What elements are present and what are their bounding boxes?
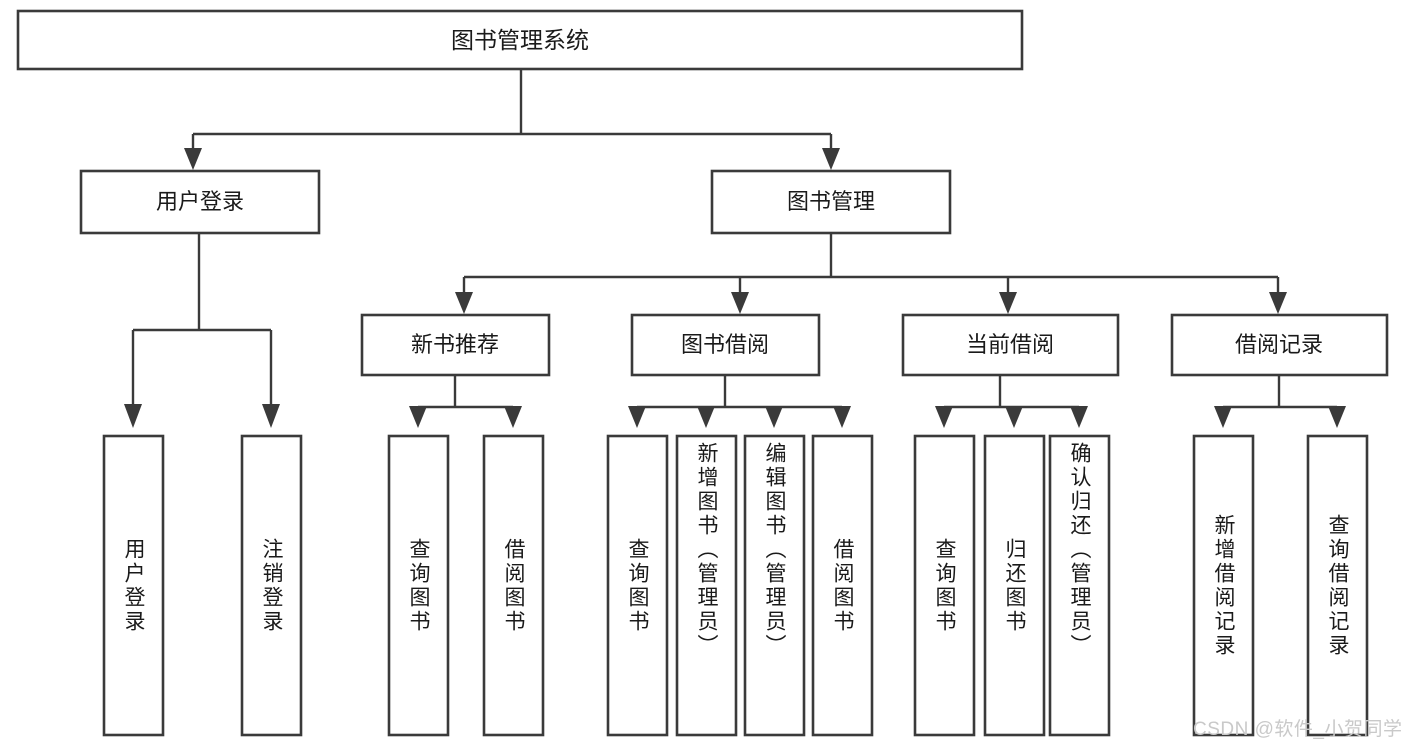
leaf-box-current-borrow-2[interactable]	[983, 434, 1046, 737]
arrow-head-l3-3	[999, 292, 1017, 314]
arrow-head-bookborrow-1	[628, 406, 646, 428]
csdn-watermark: CSDN @软件_小贺同学	[1193, 719, 1403, 740]
connector-group-user-login-to-leaves	[124, 233, 280, 428]
arrow-head-l3-4	[1269, 292, 1287, 314]
arrow-head-newbook-2	[504, 406, 522, 428]
arrow-head-l3-1	[455, 292, 473, 314]
arrow-head-leaf-userlogin-1	[124, 404, 142, 428]
node-borrow-record-label: 借阅记录	[1235, 332, 1323, 357]
arrow-head-borrowrecord-1	[1214, 406, 1232, 428]
arrow-head-bookborrow-2	[697, 406, 715, 428]
node-book-manage-box[interactable]	[710, 169, 952, 235]
connector-group-borrow-record-to-leaves	[1214, 375, 1346, 428]
arrow-head-currentborrow-2	[1005, 406, 1023, 428]
leaf-box-book-borrow-4[interactable]	[811, 434, 874, 737]
leaf-box-current-borrow-1[interactable]	[913, 434, 976, 737]
connector-group-root-to-level2	[184, 70, 840, 170]
leaf-box-new-book-2[interactable]	[482, 434, 545, 737]
node-root-system[interactable]: 图书管理系统	[16, 9, 1024, 71]
node-user-login[interactable]: 用户登录	[79, 169, 321, 235]
arrow-head-newbook-1	[409, 406, 427, 428]
leaf-box-book-borrow-1[interactable]	[606, 434, 669, 737]
connector-group-book-manage-to-level3	[455, 233, 1287, 314]
node-borrow-record[interactable]: 借阅记录	[1170, 313, 1389, 377]
node-book-borrow[interactable]: 图书借阅	[630, 313, 821, 377]
node-root-system-box[interactable]	[16, 9, 1024, 71]
arrow-head-currentborrow-3	[1070, 406, 1088, 428]
leaf-box-user-login-1[interactable]	[102, 434, 165, 737]
node-book-manage[interactable]: 图书管理	[710, 169, 952, 235]
node-root-system-label: 图书管理系统	[451, 27, 589, 53]
connector-group-new-book-to-leaves	[409, 375, 522, 428]
node-new-book-recommend-box[interactable]	[360, 313, 551, 377]
leaf-box-new-book-1[interactable]	[387, 434, 450, 737]
arrow-head-book-manage	[822, 148, 840, 170]
node-book-borrow-label: 图书借阅	[681, 332, 769, 357]
arrow-head-leaf-userlogin-2	[262, 404, 280, 428]
node-user-login-label: 用户登录	[156, 189, 244, 214]
arrow-head-currentborrow-1	[935, 406, 953, 428]
connector-group-current-borrow-to-leaves	[935, 375, 1088, 428]
leaf-box-user-login-2[interactable]	[240, 434, 303, 737]
node-borrow-record-box[interactable]	[1170, 313, 1389, 377]
arrow-head-user-login	[184, 148, 202, 170]
arrow-head-bookborrow-4	[833, 406, 851, 428]
node-current-borrow-box[interactable]	[901, 313, 1120, 377]
arrow-head-borrowrecord-2	[1328, 406, 1346, 428]
node-new-book-recommend-label: 新书推荐	[411, 332, 499, 357]
connector-group-book-borrow-to-leaves	[628, 375, 851, 428]
arrow-head-bookborrow-3	[765, 406, 783, 428]
leaf-box-book-borrow-2[interactable]	[675, 434, 738, 737]
node-user-login-box[interactable]	[79, 169, 321, 235]
node-new-book-recommend[interactable]: 新书推荐	[360, 313, 551, 377]
leaf-box-borrow-record-2[interactable]	[1306, 434, 1369, 737]
arrow-head-l3-2	[731, 292, 749, 314]
node-current-borrow[interactable]: 当前借阅	[901, 313, 1120, 377]
node-book-borrow-box[interactable]	[630, 313, 821, 377]
leaf-box-book-borrow-3[interactable]	[743, 434, 806, 737]
node-current-borrow-label: 当前借阅	[966, 332, 1054, 357]
leaf-box-borrow-record-1[interactable]	[1192, 434, 1255, 737]
leaf-box-current-borrow-3[interactable]	[1048, 434, 1111, 737]
node-book-manage-label: 图书管理	[787, 189, 875, 214]
